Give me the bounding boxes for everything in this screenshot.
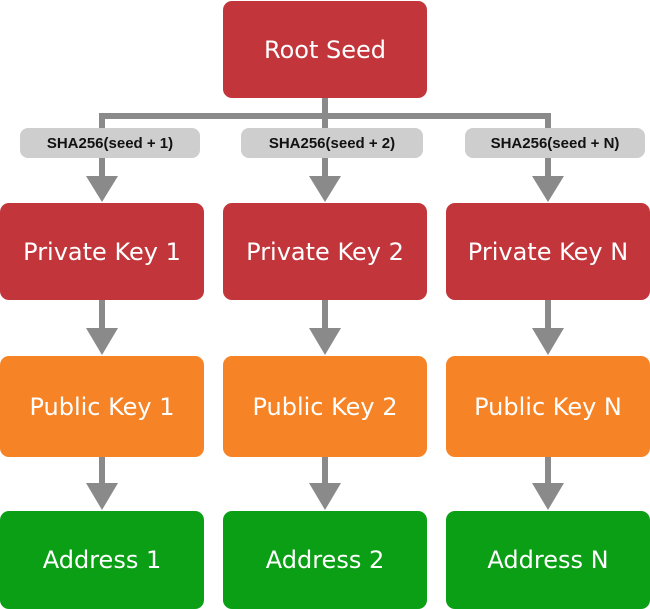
arrow-to-address-2-icon (309, 483, 341, 510)
private-key-n-label: Private Key N (467, 237, 629, 266)
private-key-1-box: Private Key 1 (0, 203, 204, 300)
public-key-1-label: Public Key 1 (29, 392, 175, 421)
private-key-1-label: Private Key 1 (23, 237, 181, 266)
hash-label-n: SHA256(seed + N) (465, 128, 645, 158)
arrow-to-address-n-icon (532, 483, 564, 510)
private-key-2-box: Private Key 2 (223, 203, 427, 300)
hash-label-2: SHA256(seed + 2) (241, 128, 423, 158)
root-seed-box: Root Seed (223, 1, 427, 98)
private-key-n-box: Private Key N (446, 203, 650, 300)
arrow-to-public-2-icon (309, 328, 341, 355)
address-n-label: Address N (487, 546, 609, 574)
address-n-box: Address N (446, 511, 650, 609)
arrow-to-private-2-icon (309, 176, 341, 202)
address-2-box: Address 2 (223, 511, 427, 609)
hash-label-1-text: SHA256(seed + 1) (46, 134, 174, 152)
arrow-to-private-1-icon (86, 176, 118, 202)
arrow-to-public-n-icon (532, 328, 564, 355)
public-key-2-box: Public Key 2 (223, 356, 427, 457)
arrow-to-public-1-icon (86, 328, 118, 355)
public-key-1-box: Public Key 1 (0, 356, 204, 457)
public-key-n-box: Public Key N (446, 356, 650, 457)
address-1-label: Address 1 (42, 546, 162, 574)
hash-label-2-text: SHA256(seed + 2) (268, 134, 396, 152)
address-1-box: Address 1 (0, 511, 204, 609)
hash-label-1: SHA256(seed + 1) (20, 128, 200, 158)
arrow-to-address-1-icon (86, 483, 118, 510)
arrow-to-private-n-icon (532, 176, 564, 202)
root-seed-label: Root Seed (263, 35, 386, 64)
address-2-label: Address 2 (265, 546, 385, 574)
hash-label-n-text: SHA256(seed + N) (490, 134, 620, 152)
private-key-2-label: Private Key 2 (246, 237, 404, 266)
public-key-2-label: Public Key 2 (252, 392, 398, 421)
public-key-n-label: Public Key N (474, 392, 622, 421)
